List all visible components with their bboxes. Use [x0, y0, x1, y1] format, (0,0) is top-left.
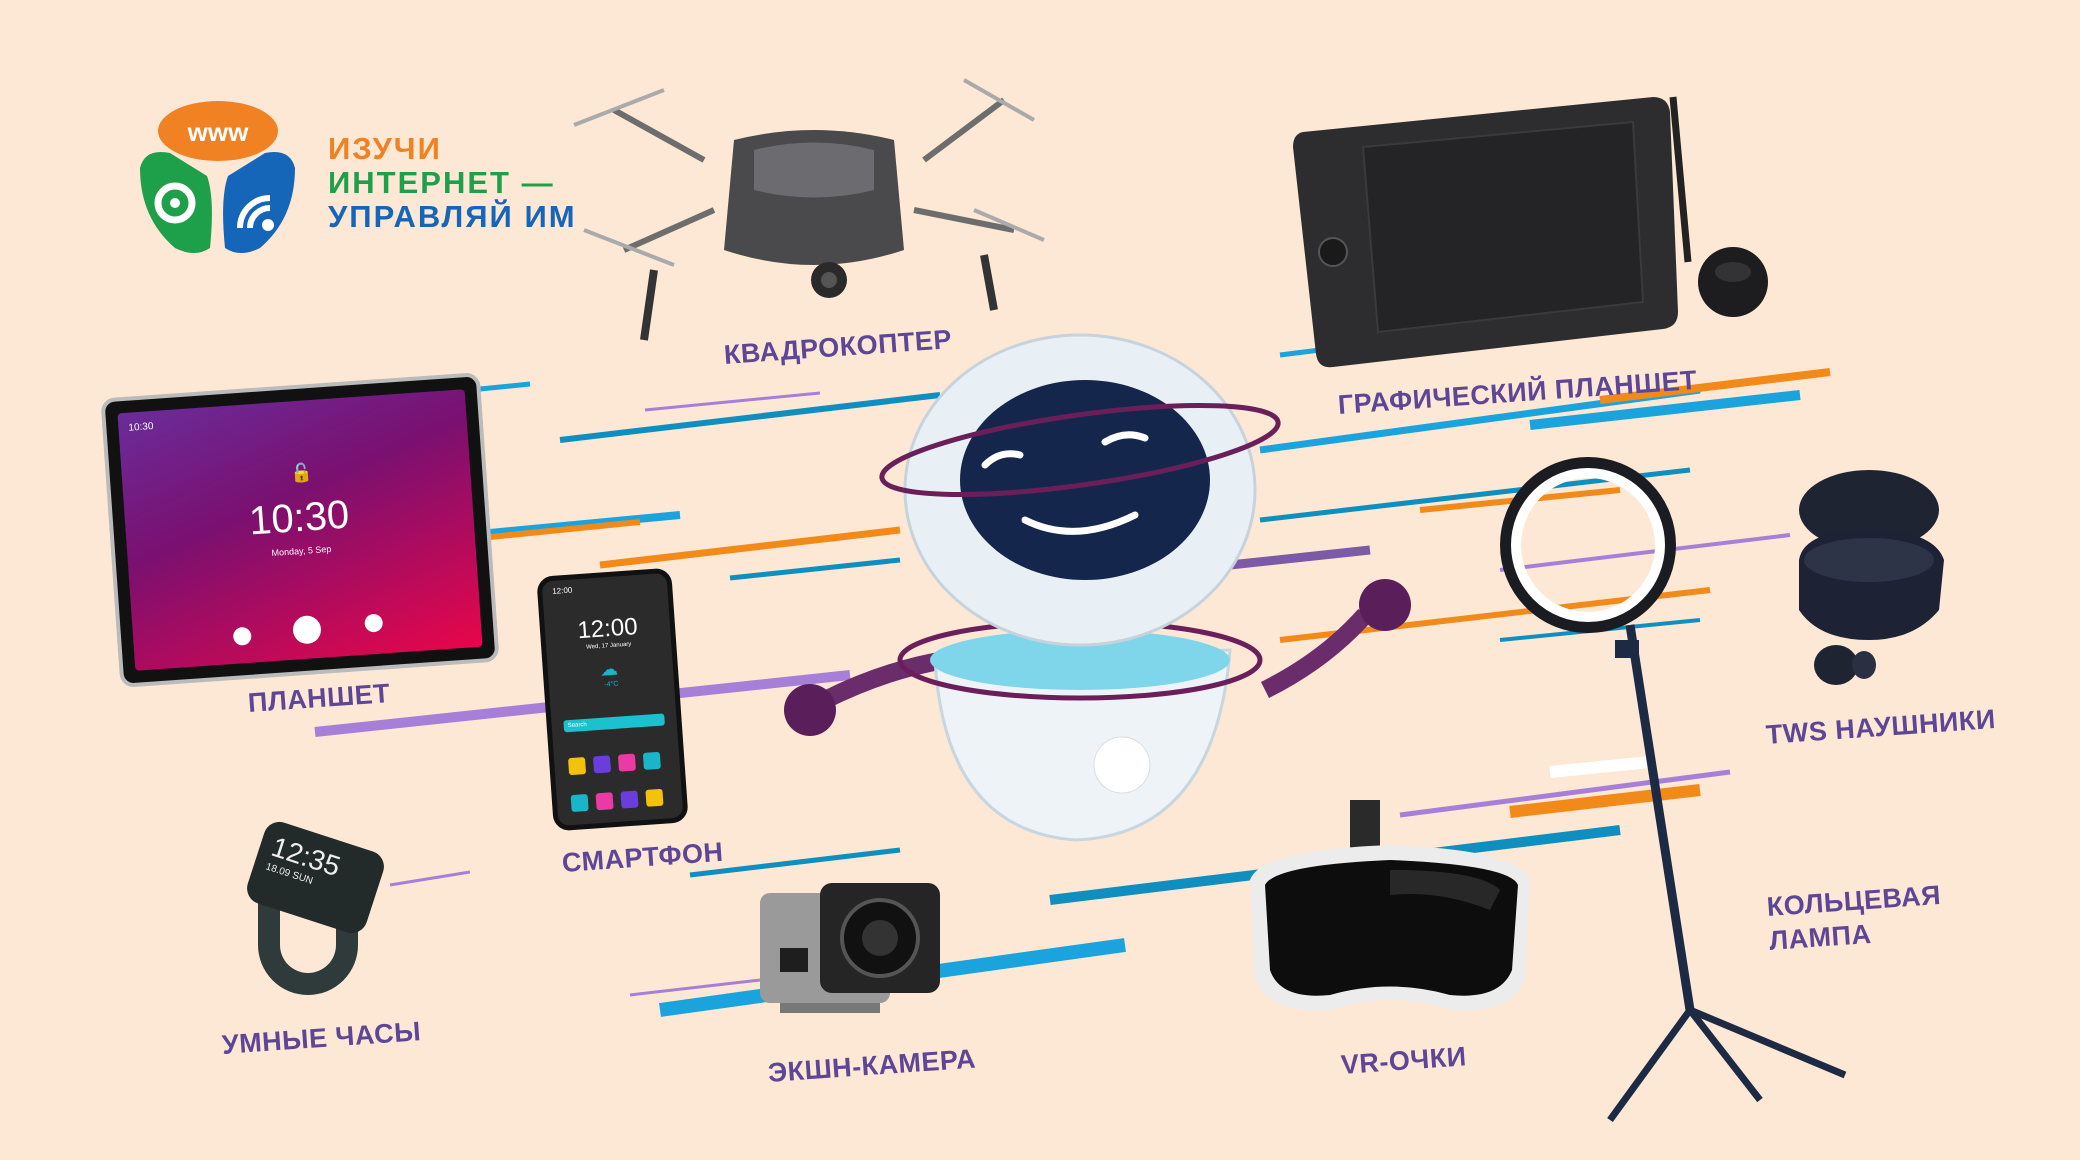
robot-mascot [784, 333, 1411, 842]
lock-icon: 🔓 [289, 462, 314, 484]
phone-app-icon [570, 793, 589, 813]
logo-line-3: УПРАВЛЯЙ ИМ [328, 199, 577, 234]
weather-icon: ☁ [599, 658, 619, 680]
tws-earbuds-image [1799, 470, 1944, 685]
settings-app-icon [592, 755, 612, 774]
vr-headset-image [1250, 800, 1530, 1011]
music-app-icon [595, 792, 614, 811]
mail-app-icon [645, 788, 664, 807]
logo-line-2: ИНТЕРНЕТ — [328, 165, 555, 200]
camera-icon [364, 613, 384, 633]
logo-line-1: ИЗУЧИ [328, 131, 442, 166]
chat-app-icon [642, 751, 661, 770]
drone-image [573, 78, 1045, 341]
phone-status-time: 12:00 [552, 585, 573, 596]
tablet-status-time: 10:30 [128, 420, 154, 434]
logo-icon: www [140, 101, 295, 253]
phone-icon [232, 626, 252, 646]
phone-search-bar: Search [563, 713, 665, 733]
graphic-tablet-image [1293, 96, 1768, 368]
ring-lamp-label: КОЛЬЦЕВАЯ ЛАМПА [1765, 878, 1942, 958]
action-camera-image [760, 883, 940, 1013]
ring-lamp-label-text: КОЛЬЦЕВАЯ ЛАМПА [1765, 879, 1942, 956]
app-icon [567, 757, 587, 776]
smartwatch-image: 12:35 18.09 SUN [238, 817, 389, 1000]
video-app-icon [617, 753, 637, 772]
logo-www-text: www [187, 117, 249, 147]
camera-app-icon [620, 790, 639, 809]
phone-search-text: Search [567, 721, 587, 730]
unlock-button [292, 614, 322, 645]
ring-lamp-image [1500, 457, 1847, 1123]
smartphone-image: 12:00 12:00 Wed, 17 January ☁ -4°C Searc… [536, 567, 689, 832]
tablet-image: 10:30 🔓 10:30 Monday, 5 Sep [100, 372, 500, 688]
